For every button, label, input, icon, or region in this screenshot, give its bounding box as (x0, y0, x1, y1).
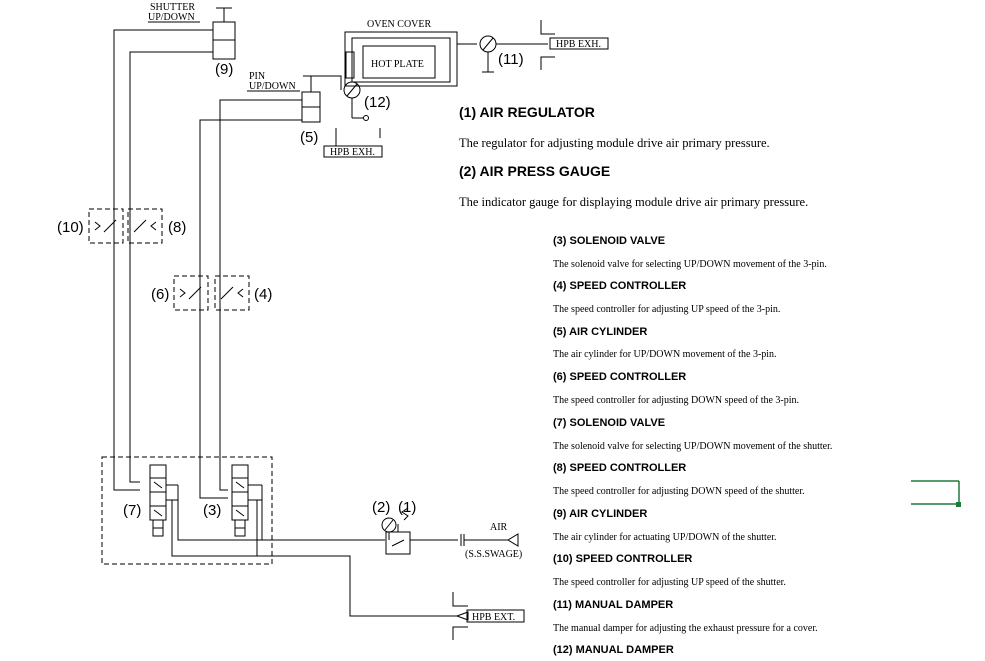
legend-desc-5: The air cylinder for UP/DOWN movement of… (553, 349, 777, 360)
label-12: (12) (364, 94, 391, 111)
label-2: (2) (372, 499, 390, 516)
legend: (1) AIR REGULATOR The regulator for adju… (459, 104, 832, 656)
label-5: (5) (300, 129, 318, 146)
label-3: (3) (203, 502, 221, 519)
legend-title-11: (11) MANUAL DAMPER (553, 599, 673, 611)
oven-cover-label: OVEN COVER (367, 19, 431, 30)
label-8: (8) (168, 219, 186, 236)
label-7: (7) (123, 502, 141, 519)
legend-desc-6: The speed controller for adjusting DOWN … (553, 395, 799, 406)
legend-desc-8: The speed controller for adjusting DOWN … (553, 486, 805, 497)
hpb-ext-label: HPB EXT. (472, 612, 515, 623)
legend-desc-7: The solenoid valve for selecting UP/DOWN… (553, 441, 832, 452)
legend-title-5: (5) AIR CYLINDER (553, 326, 647, 338)
speed-controller-4 (214, 275, 250, 311)
hpb-ext-port (452, 592, 525, 640)
label-11: (11) (498, 51, 524, 68)
speed-controller-8 (127, 208, 163, 244)
legend-desc-9: The air cylinder for actuating UP/DOWN o… (553, 532, 777, 543)
label-4: (4) (254, 286, 272, 303)
legend-title-3: (3) SOLENOID VALVE (553, 235, 665, 247)
hpb-exh-label-top: HPB EXH. (556, 39, 601, 50)
air-label: AIR (490, 522, 508, 533)
label-10: (10) (57, 219, 84, 236)
legend-desc-2: The indicator gauge for displaying modul… (459, 195, 808, 209)
legend-desc-11: The manual damper for adjusting the exha… (553, 623, 818, 634)
legend-title-4: (4) SPEED CONTROLLER (553, 280, 686, 292)
pin-label-line2: UP/DOWN (249, 81, 296, 92)
legend-title-6: (6) SPEED CONTROLLER (553, 371, 686, 383)
shutter-label-line1: SHUTTER (150, 2, 195, 13)
air-press-gauge-2 (381, 517, 397, 540)
pin-air-cylinder (301, 75, 330, 123)
hpb-exh-label-bottom: HPB EXH. (330, 147, 375, 158)
label-9: (9) (215, 61, 233, 78)
legend-title-7: (7) SOLENOID VALVE (553, 417, 665, 429)
label-1: (1) (398, 499, 416, 516)
legend-desc-10: The speed controller for adjusting UP sp… (553, 577, 786, 588)
air-regulator-1 (385, 507, 519, 555)
legend-desc-3: The solenoid valve for selecting UP/DOWN… (553, 259, 827, 270)
legend-title-8: (8) SPEED CONTROLLER (553, 462, 686, 474)
swage-label: (S.S.SWAGE) (465, 549, 522, 560)
legend-title-2: (2) AIR PRESS GAUGE (459, 163, 610, 179)
legend-title-9: (9) AIR CYLINDER (553, 508, 647, 520)
manual-damper-12 (323, 75, 383, 158)
legend-title-12: (12) MANUAL DAMPER (553, 644, 674, 656)
speed-controller-6 (173, 275, 209, 311)
shutter-air-cylinder (212, 7, 236, 60)
legend-title-10: (10) SPEED CONTROLLER (553, 553, 692, 565)
valve-manifold-box (101, 456, 273, 565)
pin-label-line1: PIN (249, 71, 265, 82)
oven-cover: OVEN COVER HOT PLATE (344, 19, 477, 87)
legend-desc-4: The speed controller for adjusting UP sp… (553, 304, 780, 315)
label-6: (6) (151, 286, 169, 303)
hot-plate-label: HOT PLATE (371, 59, 424, 70)
solenoid-valve-7 (149, 464, 178, 537)
legend-desc-1: The regulator for adjusting module drive… (459, 136, 770, 150)
manual-damper-11 (479, 20, 609, 73)
selection-marker[interactable] (911, 480, 961, 507)
speed-controller-10 (88, 208, 124, 244)
legend-title-1: (1) AIR REGULATOR (459, 104, 595, 120)
shutter-label-line2: UP/DOWN (148, 12, 195, 23)
solenoid-valve-3 (231, 464, 262, 537)
